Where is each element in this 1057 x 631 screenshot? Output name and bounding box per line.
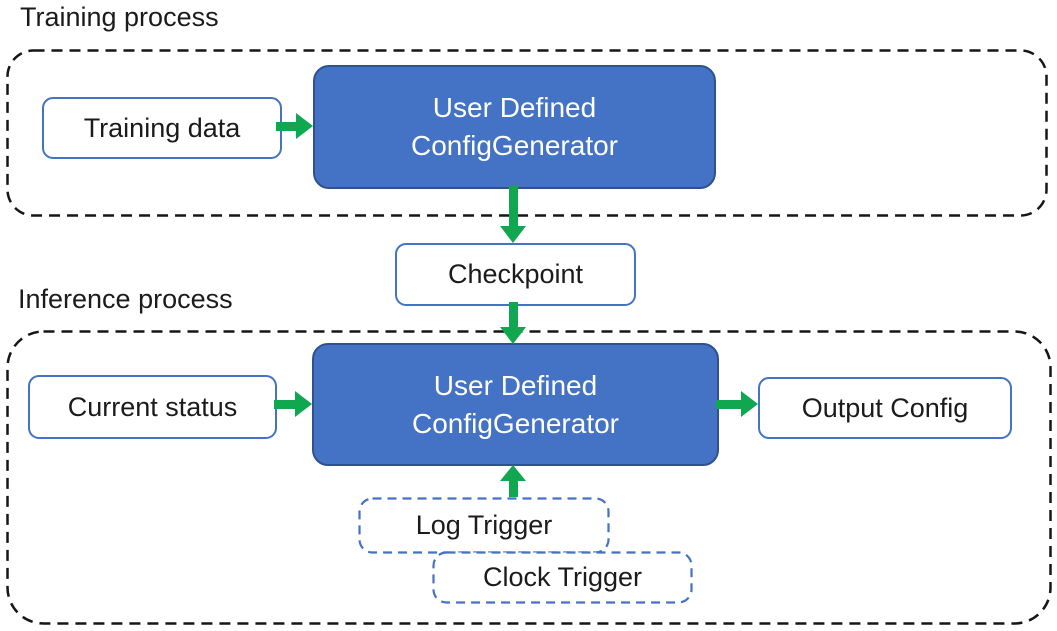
training-config-generator-label-line2: ConfigGenerator bbox=[410, 130, 618, 161]
inference-process-label: Inference process bbox=[18, 284, 233, 314]
arrow-stem bbox=[276, 121, 296, 131]
inference-config-generator-label-line2: ConfigGenerator bbox=[411, 407, 619, 439]
arrow-head-icon bbox=[295, 391, 312, 417]
arrow-stem bbox=[716, 399, 741, 409]
inference-process-container bbox=[6, 330, 1052, 625]
arrow-generator-to-checkpoint bbox=[500, 186, 526, 243]
arrow-head-icon bbox=[296, 113, 313, 139]
training-config-generator-label-line1: User Defined bbox=[432, 92, 597, 123]
checkpoint-label: Checkpoint bbox=[447, 259, 584, 289]
inference-config-generator-box: User Defined ConfigGenerator bbox=[312, 343, 719, 466]
arrow-head-icon bbox=[500, 327, 526, 344]
training-data-box: Training data bbox=[42, 97, 282, 159]
clock-trigger-label: Clock Trigger bbox=[482, 562, 643, 592]
log-trigger-box: Log Trigger bbox=[358, 497, 610, 554]
training-process-container bbox=[6, 49, 1048, 217]
arrow-current-status-to-generator bbox=[274, 391, 312, 417]
output-config-box: Output Config bbox=[758, 377, 1012, 439]
output-config-label: Output Config bbox=[801, 392, 969, 423]
training-config-generator-box: User Defined ConfigGenerator bbox=[313, 65, 716, 189]
current-status-label: Current status bbox=[67, 391, 238, 422]
arrow-head-icon bbox=[500, 465, 526, 481]
arrow-head-icon bbox=[500, 226, 526, 243]
log-trigger-label: Log Trigger bbox=[415, 510, 553, 540]
training-process-label: Training process bbox=[20, 2, 219, 32]
training-data-label: Training data bbox=[83, 112, 241, 143]
arrow-generator-to-output-config bbox=[716, 391, 758, 417]
clock-trigger-box: Clock Trigger bbox=[432, 551, 693, 604]
inference-config-generator-label-line1: User Defined bbox=[433, 369, 598, 401]
current-status-box: Current status bbox=[28, 375, 277, 439]
arrow-training-data-to-generator bbox=[276, 113, 313, 139]
log-trigger-dashed-border bbox=[358, 497, 610, 554]
arrow-stem bbox=[274, 399, 295, 409]
arrow-stem bbox=[508, 186, 518, 226]
clock-trigger-dashed-border bbox=[432, 551, 693, 604]
arrow-head-icon bbox=[741, 391, 758, 417]
arrow-stem bbox=[508, 481, 518, 497]
arrow-checkpoint-to-inference-generator bbox=[500, 302, 526, 344]
checkpoint-box: Checkpoint bbox=[395, 243, 636, 306]
arrow-triggers-to-generator bbox=[500, 465, 526, 497]
arrow-stem bbox=[508, 302, 518, 327]
